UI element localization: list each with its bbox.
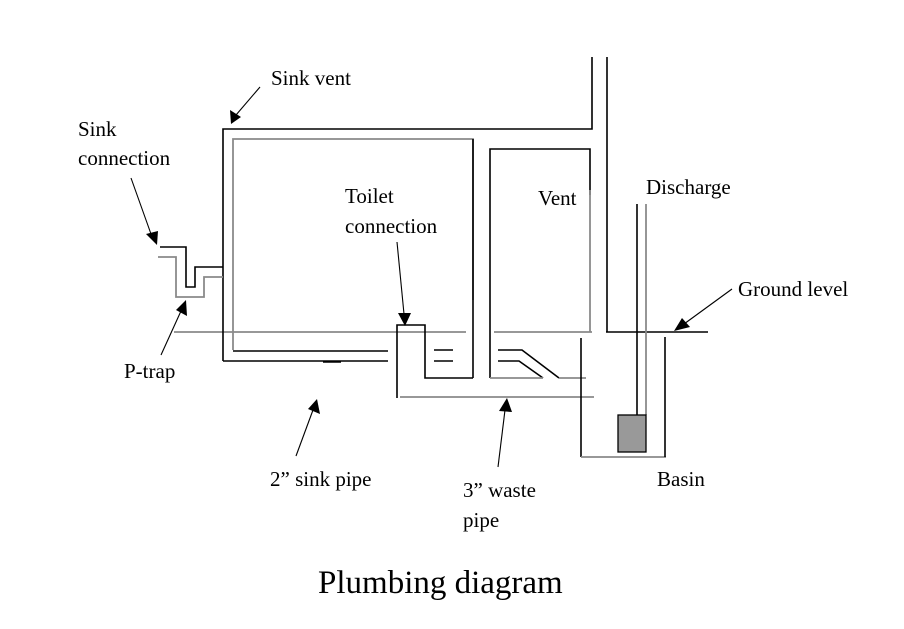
p-trap-label: P-trap: [124, 359, 175, 383]
vent-drain-fitting: [490, 349, 586, 379]
sink-vent-pipe: [222, 57, 593, 378]
waste-pipe-label-line2: pipe: [463, 508, 499, 532]
waste-pipe-arrow: [497, 398, 512, 468]
ground-level-label: Ground level: [738, 277, 848, 301]
sump-pump: [617, 414, 647, 453]
sink-pipe-label: 2” sink pipe: [270, 467, 371, 491]
vent-pipe: [489, 148, 591, 378]
waste-pipe-label-line1: 3” waste: [463, 478, 536, 502]
toilet-connection-arrow: [396, 241, 411, 326]
sink-pipe-2in: [223, 350, 388, 363]
discharge-pipe: [636, 204, 647, 415]
toilet-connection-label-line2: connection: [345, 214, 438, 238]
sink-vent-arrow: [230, 86, 261, 124]
p-trap-arrow: [160, 300, 187, 356]
waste-pipe-3in: [396, 394, 594, 398]
p-trap: [158, 246, 223, 298]
sink-connection-arrow: [130, 177, 158, 245]
sink-connection-label-line2: connection: [78, 146, 171, 170]
basin-label: Basin: [657, 467, 705, 491]
sink-pipe-arrow: [295, 399, 320, 457]
toilet-connection-label-line1: Toilet: [345, 184, 394, 208]
sink-connection-label-line1: Sink: [78, 117, 117, 141]
basin: [580, 337, 666, 458]
sink-vent-label: Sink vent: [271, 66, 351, 90]
discharge-label: Discharge: [646, 175, 731, 199]
vent-label: Vent: [538, 186, 577, 210]
ground-level-arrow: [674, 288, 733, 331]
diagram-title: Plumbing diagram: [318, 565, 563, 601]
toilet-connection-pipe: [396, 324, 473, 394]
